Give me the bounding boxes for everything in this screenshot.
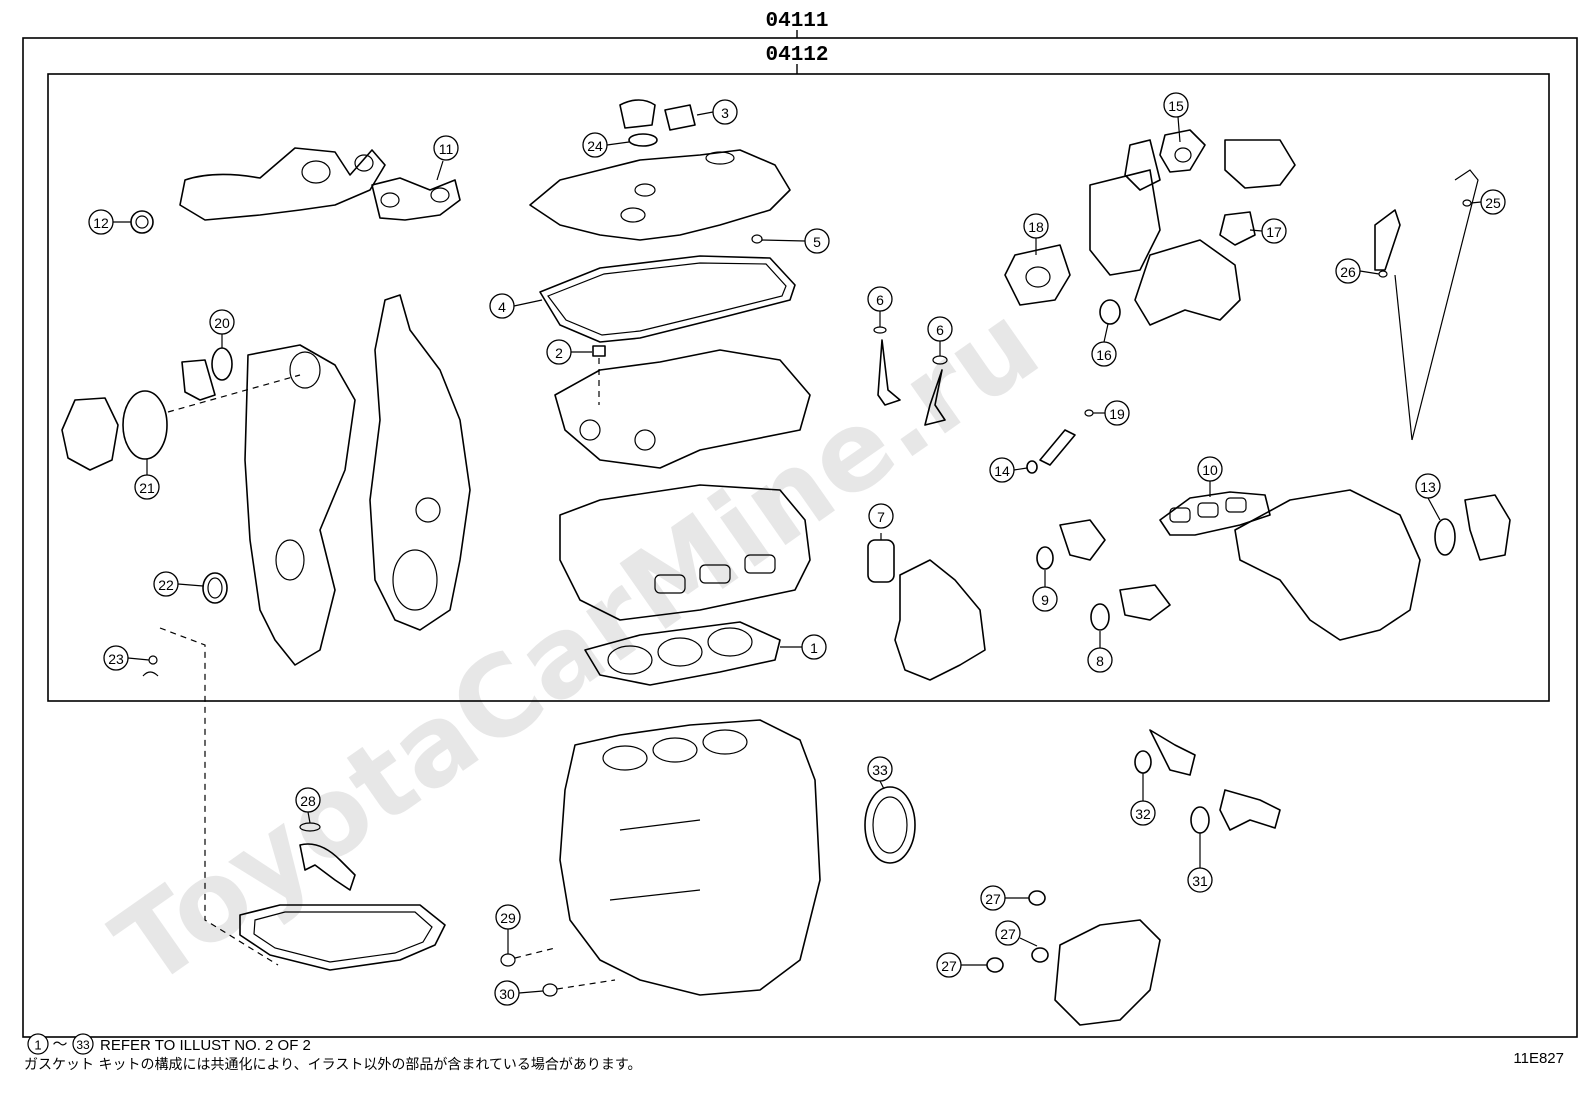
svg-text:ToyotaCarMine.ru: ToyotaCarMine.ru bbox=[91, 279, 1060, 1011]
callout-21 bbox=[134, 474, 160, 500]
callout-27b-label: 27 bbox=[1000, 926, 1016, 942]
callout-20 bbox=[209, 309, 235, 335]
callout-10-label: 10 bbox=[1202, 462, 1218, 478]
callout-3 bbox=[712, 99, 738, 125]
callout-9-label: 9 bbox=[1041, 592, 1049, 608]
callout-14 bbox=[989, 457, 1015, 483]
callout-25-label: 25 bbox=[1485, 195, 1501, 211]
callout-26-label: 26 bbox=[1340, 264, 1356, 280]
kit-code-outer: 04111 bbox=[765, 10, 828, 33]
callout-8 bbox=[1087, 647, 1113, 673]
callout-11 bbox=[433, 135, 459, 161]
callouts: 1 2 3 4 5 6 6 7 8 9 10 11 12 13 14 15 16… bbox=[88, 92, 1506, 1006]
callout-25 bbox=[1480, 189, 1506, 215]
callout-21-label: 21 bbox=[139, 480, 155, 496]
callout-29-label: 29 bbox=[500, 910, 516, 926]
callout-15 bbox=[1163, 92, 1189, 118]
range-end: 33 bbox=[76, 1038, 90, 1052]
footer-range: 1 ～ 33 REFER TO ILLUST NO. 2 OF 2 bbox=[27, 1033, 311, 1055]
callout-27c bbox=[936, 952, 962, 978]
callout-16 bbox=[1091, 341, 1117, 367]
range-start-circle bbox=[27, 1033, 49, 1055]
callout-17 bbox=[1261, 218, 1287, 244]
callout-27c-label: 27 bbox=[941, 958, 957, 974]
callout-7 bbox=[868, 503, 894, 529]
callout-31 bbox=[1187, 867, 1213, 893]
callout-5-label: 5 bbox=[813, 234, 821, 250]
callout-18-label: 18 bbox=[1028, 219, 1044, 235]
kit-code-inner: 04112 bbox=[765, 44, 828, 67]
callout-20-label: 20 bbox=[214, 315, 230, 331]
callout-17-label: 17 bbox=[1266, 224, 1282, 240]
callout-30 bbox=[494, 980, 520, 1006]
callout-2 bbox=[546, 339, 572, 365]
watermark: ToyotaCarMine.ru bbox=[91, 279, 1060, 1011]
callout-23 bbox=[103, 645, 129, 671]
callout-15-label: 15 bbox=[1168, 98, 1184, 114]
callout-27b bbox=[995, 920, 1021, 946]
range-end-circle bbox=[72, 1033, 94, 1055]
callout-2-label: 2 bbox=[555, 345, 563, 361]
callout-13-label: 13 bbox=[1420, 479, 1436, 495]
callout-32 bbox=[1130, 800, 1156, 826]
callout-1-label: 1 bbox=[810, 640, 818, 656]
callout-4-label: 4 bbox=[498, 299, 506, 315]
callout-6a bbox=[867, 286, 893, 312]
callout-32-label: 32 bbox=[1135, 806, 1151, 822]
callout-29 bbox=[495, 904, 521, 930]
callout-30-label: 30 bbox=[499, 986, 515, 1002]
callout-5 bbox=[804, 228, 830, 254]
callout-19-label: 19 bbox=[1109, 406, 1125, 422]
callout-1 bbox=[801, 634, 827, 660]
callout-27a bbox=[980, 885, 1006, 911]
callout-9 bbox=[1032, 586, 1058, 612]
callout-8-label: 8 bbox=[1096, 653, 1104, 669]
range-sep: ～ bbox=[52, 1035, 67, 1053]
callout-16-label: 16 bbox=[1096, 347, 1112, 363]
callout-6a-label: 6 bbox=[876, 292, 884, 308]
callout-19 bbox=[1104, 400, 1130, 426]
callout-22-label: 22 bbox=[158, 577, 174, 593]
callout-3-label: 3 bbox=[721, 105, 729, 121]
refer-text: REFER TO ILLUST NO. 2 OF 2 bbox=[100, 1037, 311, 1054]
japanese-note: ガスケット キットの構成には共通化により、イラスト以外の部品が含まれている場合が… bbox=[24, 1057, 642, 1073]
outer-kit-frame bbox=[22, 37, 1578, 1038]
callout-28-label: 28 bbox=[300, 793, 316, 809]
callout-24-label: 24 bbox=[587, 138, 603, 154]
callout-28 bbox=[295, 787, 321, 813]
range-start: 1 bbox=[34, 1038, 41, 1053]
callout-24 bbox=[582, 132, 608, 158]
callout-23-label: 23 bbox=[108, 651, 124, 667]
callout-26 bbox=[1335, 258, 1361, 284]
callout-11-label: 11 bbox=[439, 141, 454, 157]
callout-6b-label: 6 bbox=[936, 322, 944, 338]
figure-code: 11E827 bbox=[1513, 1050, 1564, 1067]
footer-notes: ガスケット キットの構成には共通化により、イラスト以外の部品が含まれている場合が… bbox=[24, 1032, 642, 1076]
callout-31-label: 31 bbox=[1192, 873, 1208, 889]
inner-kit-frame bbox=[47, 73, 1550, 702]
callout-13 bbox=[1415, 473, 1441, 499]
callout-14-label: 14 bbox=[994, 463, 1010, 479]
callout-12-label: 12 bbox=[93, 215, 109, 231]
callout-27a-label: 27 bbox=[985, 891, 1001, 907]
callout-33 bbox=[867, 756, 893, 782]
callout-22 bbox=[153, 571, 179, 597]
callout-6b bbox=[927, 316, 953, 342]
callout-10 bbox=[1197, 456, 1223, 482]
callout-33-label: 33 bbox=[872, 762, 888, 778]
part-drawings bbox=[61, 99, 1511, 1026]
callout-12 bbox=[88, 209, 114, 235]
callout-4 bbox=[489, 293, 515, 319]
callout-18 bbox=[1023, 213, 1049, 239]
callout-7-label: 7 bbox=[877, 509, 885, 525]
